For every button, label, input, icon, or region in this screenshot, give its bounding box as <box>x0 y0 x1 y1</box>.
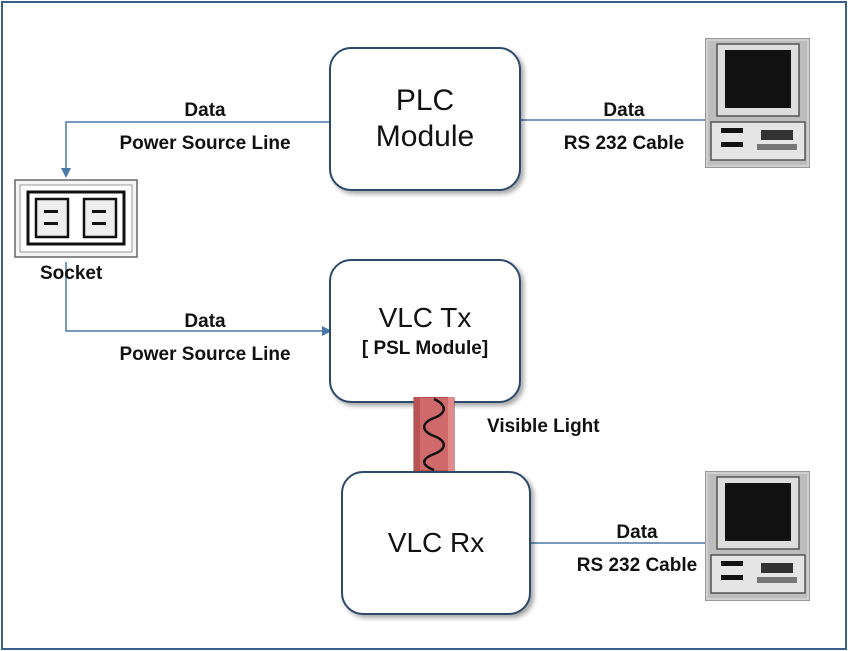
sine-wave-icon <box>413 397 455 471</box>
vlc-tx-line2: [ PSL Module] <box>361 338 489 359</box>
vlc-rx-to-pc-line1: Data <box>616 522 658 543</box>
plc-to-socket-arrow <box>61 121 330 178</box>
vlc-rx-label: VLC Rx <box>387 527 485 558</box>
computer-icon <box>705 471 810 601</box>
vlc-rx-to-pc-label: Data RS 232 Cable <box>561 516 713 582</box>
plc-module-line2: Module <box>375 120 475 153</box>
vlc-rx-box: VLC Rx <box>341 471 531 615</box>
socket-to-vlc-tx-line1: Data <box>184 311 226 332</box>
plc-module-line1: PLC <box>395 84 455 117</box>
power-socket-icon <box>14 179 138 258</box>
vlc-tx-line1: VLC Tx <box>378 302 472 333</box>
plc-to-pc-line2: RS 232 Cable <box>563 133 685 154</box>
socket-to-vlc-tx-line2: Power Source Line <box>119 344 291 365</box>
plc-to-socket-label: Data Power Source Line <box>100 94 310 160</box>
vlc-rx-to-pc-line2: RS 232 Cable <box>576 555 698 576</box>
plc-to-pc-label: Data RS 232 Cable <box>548 94 700 160</box>
plc-to-socket-line1: Data <box>184 100 226 121</box>
computer-icon <box>705 38 810 168</box>
socket-to-vlc-tx-label: Data Power Source Line <box>100 305 310 371</box>
plc-module-box: PLC Module <box>329 47 521 191</box>
plc-to-pc-line1: Data <box>603 100 645 121</box>
vlc-tx-box: VLC Tx [ PSL Module] <box>329 259 521 403</box>
visible-light-label: Visible Light <box>487 416 600 437</box>
socket-label: Socket <box>40 263 103 284</box>
plc-to-socket-line2: Power Source Line <box>119 133 291 154</box>
socket-to-vlc-tx-arrow <box>65 262 332 336</box>
